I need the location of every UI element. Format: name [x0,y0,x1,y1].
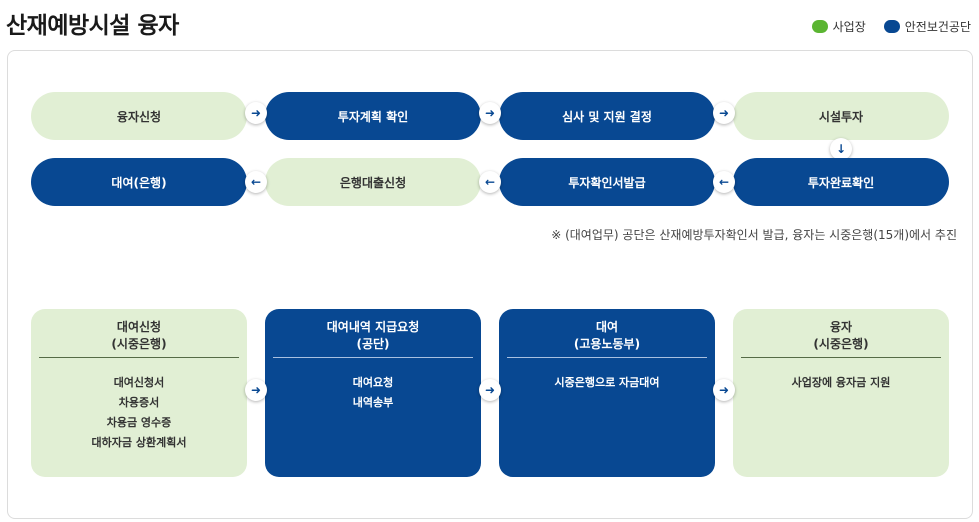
arrow-right-icon: ➜ [245,102,267,124]
card-financing: 융자 (시중은행) 사업장에 융자금 지원 [733,309,949,477]
legend-label: 사업장 [832,20,866,34]
card-title: 대여 (고용노동부) [507,319,707,358]
card-lending: 대여 (고용노동부) 시중은행으로 자금대여 [499,309,715,477]
card-title: 대여신청 (시중은행) [39,319,239,358]
arrow-right-icon: ➜ [479,102,501,124]
arrow-right-icon: ➜ [713,102,735,124]
card-items: 사업장에 융자금 지원 [791,376,891,389]
flow-step-review-decision: 심사 및 지원 결정 [499,92,715,140]
flow-step-bank-loan-application: 은행대출신청 [265,158,481,206]
card-items: 대여신청서 차용증서 차용금 영수증 대하자금 상환계획서 [91,376,187,449]
flow-step-investment-plan-check: 투자계획 확인 [265,92,481,140]
arrow-right-icon: ➜ [479,379,501,401]
card-items: 시중은행으로 자금대여 [554,376,660,389]
arrow-down-icon: ↓ [830,138,852,160]
arrow-left-icon: ← [245,171,267,193]
card-items: 대여요청 내역송부 [352,376,394,409]
legend-item-agency: 안전보건공단 [883,18,971,35]
note-text: ※ (대여업무) 공단은 산재예방투자확인서 발급, 융자는 시중은행(15개)… [551,228,957,242]
blue-dot-icon [883,20,900,33]
page-title: 산재예방시설 융자 [6,13,179,39]
flow-step-investment-completion-check: 투자완료확인 [733,158,949,206]
arrow-left-icon: ← [479,171,501,193]
legend-label: 안전보건공단 [904,20,971,34]
arrow-right-icon: ➜ [713,379,735,401]
card-title: 대여내역 지급요청 (공단) [273,319,473,358]
card-title: 융자 (시중은행) [741,319,941,358]
arrow-left-icon: ← [713,171,735,193]
card-loan-application: 대여신청 (시중은행) 대여신청서 차용증서 차용금 영수증 대하자금 상환계획… [31,309,247,477]
flow-step-facility-investment: 시설투자 [733,92,949,140]
flow-step-loan-application: 융자신청 [31,92,247,140]
flow-step-investment-confirmation-issue: 투자확인서발급 [499,158,715,206]
arrow-right-icon: ➜ [245,379,267,401]
green-dot-icon [811,20,828,33]
flow-step-bank-loan: 대여(은행) [31,158,247,206]
card-payment-request: 대여내역 지급요청 (공단) 대여요청 내역송부 [265,309,481,477]
legend: 사업장 안전보건공단 [794,18,971,35]
legend-item-workplace: 사업장 [811,18,866,35]
